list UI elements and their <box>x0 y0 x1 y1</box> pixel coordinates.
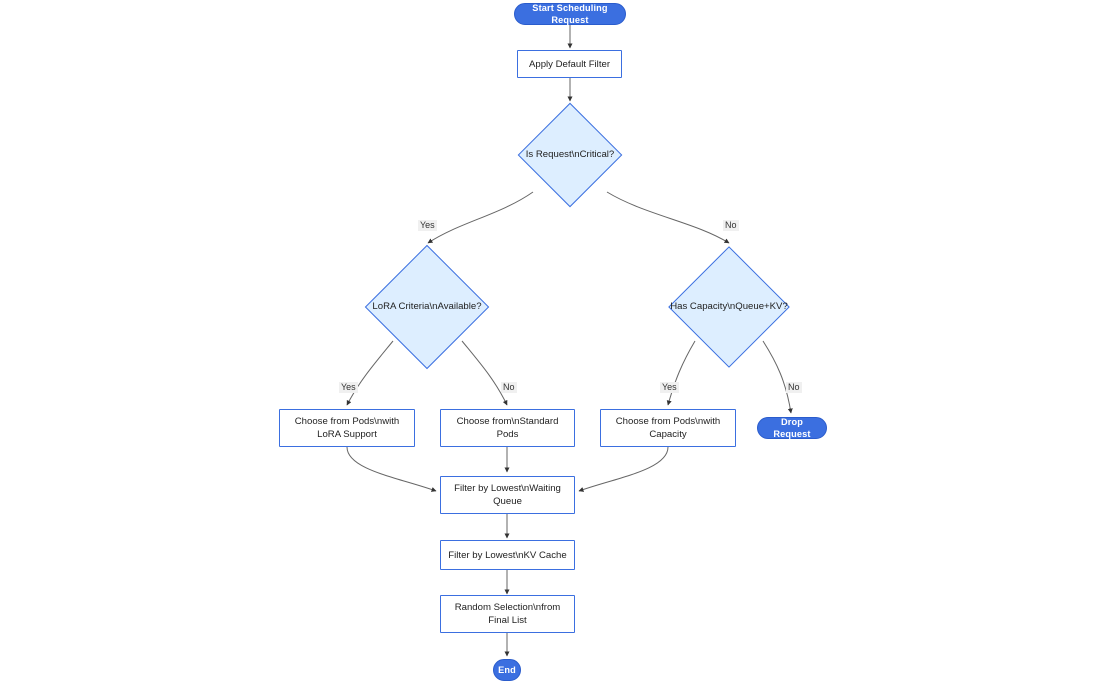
edge-label-critical-no: No <box>723 220 739 231</box>
node-choose-standard-pods-label: Choose from\nStandard Pods <box>456 416 559 440</box>
node-drop-request[interactable]: Drop Request <box>757 417 827 439</box>
edge-label-capacity-no: No <box>786 382 802 393</box>
node-start-label: Start Scheduling Request <box>532 3 608 25</box>
node-filter-kv-cache[interactable]: Filter by Lowest\nKV Cache <box>440 540 575 570</box>
node-filter-kv-cache-label: Filter by Lowest\nKV Cache <box>448 549 567 561</box>
node-filter-waiting-queue[interactable]: Filter by Lowest\nWaiting Queue <box>440 476 575 514</box>
node-end[interactable]: End <box>493 659 521 681</box>
node-has-capacity[interactable]: Has Capacity\nQueue+KV? <box>668 246 790 368</box>
node-lora-criteria-available-label: LoRA Criteria\nAvailable? <box>372 301 482 312</box>
node-is-request-critical[interactable]: Is Request\nCritical? <box>517 102 623 208</box>
node-filter-waiting-queue-label: Filter by Lowest\nWaiting Queue <box>454 483 561 507</box>
edge-capacity-no <box>762 340 793 414</box>
edge-critical-no <box>606 191 730 244</box>
node-apply-default-filter-label: Apply Default Filter <box>528 58 611 70</box>
node-is-request-critical-label: Is Request\nCritical? <box>525 149 615 160</box>
node-random-selection-label: Random Selection\nfrom Final List <box>454 602 561 626</box>
edge-capacity-yes <box>666 340 696 406</box>
edge-lora-pods-to-queue <box>346 446 437 492</box>
node-choose-capacity-pods[interactable]: Choose from Pods\nwith Capacity <box>600 409 736 447</box>
edge-label-lora-yes: Yes <box>339 382 358 393</box>
node-end-label: End <box>498 665 516 675</box>
node-start[interactable]: Start Scheduling Request <box>514 3 626 25</box>
node-apply-default-filter[interactable]: Apply Default Filter <box>517 50 622 78</box>
node-choose-lora-pods[interactable]: Choose from Pods\nwith LoRA Support <box>279 409 415 447</box>
edge-label-critical-yes: Yes <box>418 220 437 231</box>
node-random-selection[interactable]: Random Selection\nfrom Final List <box>440 595 575 633</box>
node-drop-request-label: Drop Request <box>773 417 811 439</box>
edge-label-lora-no: No <box>501 382 517 393</box>
node-has-capacity-label: Has Capacity\nQueue+KV? <box>670 301 788 312</box>
node-choose-capacity-pods-label: Choose from Pods\nwith Capacity <box>615 416 721 440</box>
edge-critical-yes <box>427 191 534 244</box>
node-choose-lora-pods-label: Choose from Pods\nwith LoRA Support <box>294 416 400 440</box>
node-choose-standard-pods[interactable]: Choose from\nStandard Pods <box>440 409 575 447</box>
edge-label-capacity-yes: Yes <box>660 382 679 393</box>
edge-capacity-pods-to-queue <box>578 446 669 492</box>
node-lora-criteria-available[interactable]: LoRA Criteria\nAvailable? <box>364 244 490 370</box>
